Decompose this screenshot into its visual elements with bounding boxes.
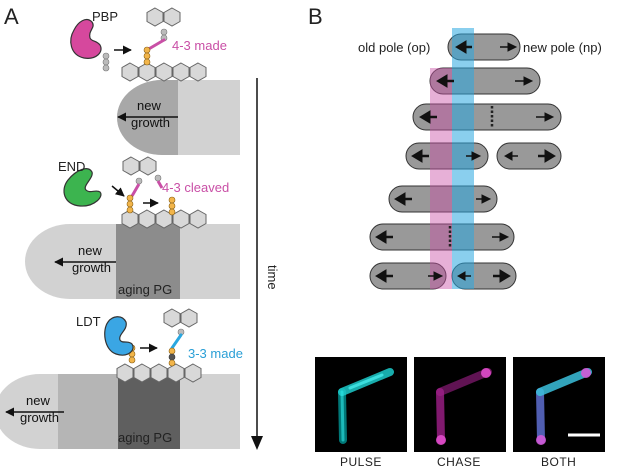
result-label-4-3-cleaved: 4-3 cleaved bbox=[162, 180, 229, 195]
product-4-3-cleaved bbox=[154, 174, 176, 216]
glycan-strand-2 bbox=[121, 209, 207, 229]
micrograph-label-pulse: PULSE bbox=[340, 455, 382, 469]
peptide-stems-2 bbox=[126, 177, 143, 214]
micrograph-label-both: BOTH bbox=[541, 455, 576, 469]
magenta-band bbox=[430, 68, 452, 289]
cell-lineage bbox=[369, 33, 562, 290]
stage-end: new growth aging PG END bbox=[25, 156, 241, 299]
panel-b-label: B bbox=[308, 4, 323, 29]
enzyme-label-end: END bbox=[58, 159, 85, 174]
peptide-stem-gray-1 bbox=[102, 52, 110, 72]
ldt-enzyme-icon bbox=[104, 316, 134, 356]
septum-marks bbox=[448, 106, 494, 248]
panel-a-label: A bbox=[4, 4, 19, 29]
cell-row6 bbox=[369, 223, 515, 251]
pbp-enzyme-icon bbox=[70, 18, 102, 59]
aging-pg-region-2 bbox=[116, 224, 180, 299]
product-3-3-crosslink bbox=[163, 308, 198, 367]
micrograph-both bbox=[513, 357, 605, 452]
stage-ldt: new growth aging PG LDT 3-3 m bbox=[0, 308, 243, 449]
micrograph-pulse bbox=[315, 357, 407, 452]
glycan-strand-3 bbox=[116, 363, 202, 383]
mid-region-3 bbox=[58, 374, 118, 449]
aging-label-2: aging PG bbox=[118, 282, 172, 297]
enzyme-label-pbp: PBP bbox=[92, 9, 118, 24]
new-pole-label: new pole (np) bbox=[523, 40, 602, 55]
growth-label-line1-1: new bbox=[137, 98, 161, 113]
cell-row7-left bbox=[369, 262, 447, 290]
time-axis: time bbox=[251, 78, 280, 450]
aging-label-3: aging PG bbox=[118, 430, 172, 445]
growth-label-line2-3: growth bbox=[20, 410, 59, 425]
growth-label-line1-2: new bbox=[78, 243, 102, 258]
enzyme-label-ldt: LDT bbox=[76, 314, 101, 329]
reaction-arrow-2a bbox=[111, 185, 125, 197]
result-label-3-3-made: 3-3 made bbox=[188, 346, 243, 361]
growth-label-line2-2: growth bbox=[72, 260, 111, 275]
aging-pg-region-3 bbox=[118, 374, 180, 449]
end-enzyme-icon bbox=[63, 168, 102, 207]
glycan-strand-1 bbox=[121, 62, 207, 82]
growth-label-line2-1: growth bbox=[131, 115, 170, 130]
cyan-band bbox=[452, 28, 474, 289]
time-label: time bbox=[265, 265, 280, 290]
old-pole-label: old pole (op) bbox=[358, 40, 430, 55]
growth-label-line1-3: new bbox=[26, 393, 50, 408]
product-4-3-crosslink bbox=[143, 7, 181, 66]
glycan-strand-top-2 bbox=[122, 156, 157, 176]
result-label-4-3-made: 4-3 made bbox=[172, 38, 227, 53]
micrograph-chase bbox=[414, 357, 506, 452]
cell-row3 bbox=[412, 103, 562, 131]
cell-arrows bbox=[375, 40, 556, 283]
stage-pbp: new growth PBP bbox=[70, 7, 240, 155]
micrograph-label-chase: CHASE bbox=[437, 455, 481, 469]
